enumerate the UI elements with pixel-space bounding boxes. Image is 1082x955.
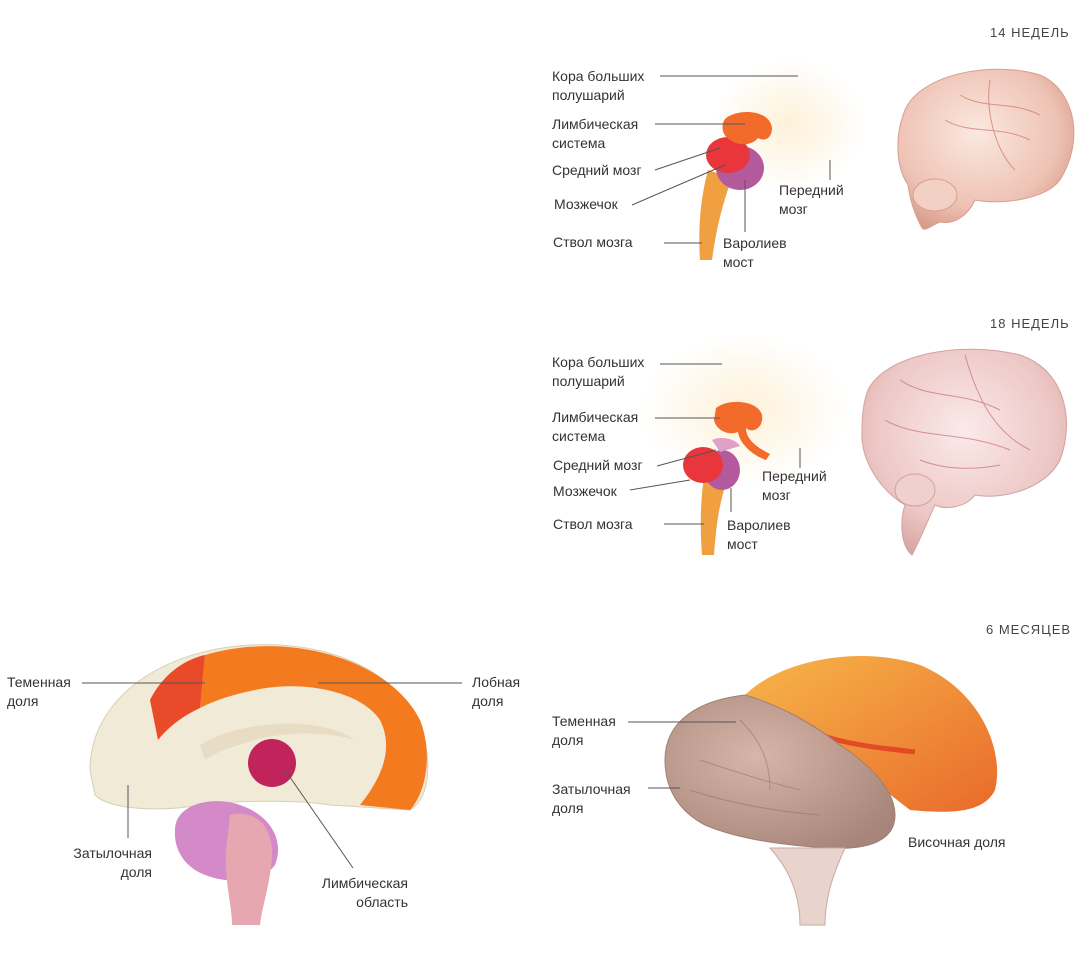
brain-photo-14-weeks <box>897 68 1075 230</box>
midbrain-shape-14 <box>706 137 750 173</box>
label-brainstem-18: Ствол мозга <box>553 516 633 532</box>
label-midbrain-14: Средний мозг <box>552 162 642 178</box>
limbic-shape-18 <box>714 401 770 460</box>
brain-photo-18-weeks <box>861 348 1067 556</box>
frontal-lobe-shape <box>200 646 427 810</box>
limbic-shape-14 <box>722 112 772 145</box>
label-midbrain-18: Средний мозг <box>553 457 643 473</box>
label-cortex-18: Кора больших полушарий <box>552 354 645 389</box>
corpus-callosum <box>200 723 355 760</box>
schematic-18-weeks <box>640 335 850 555</box>
stage-label-18-weeks: 18 недель <box>990 316 1070 331</box>
brainstem-shape-18 <box>700 470 728 555</box>
label-occipital-sagittal: Затылочная доля <box>73 845 152 880</box>
label-forebrain-14: Передний мозг <box>779 182 844 217</box>
label-pons-18: Варолиев мост <box>727 517 791 552</box>
label-cerebellum-18: Мозжечок <box>553 483 617 499</box>
sagittal-brain-section <box>89 644 429 925</box>
label-occipital-6m: Затылочная доля <box>552 781 631 816</box>
label-limbic-area-sagittal: Лимбическая область <box>321 875 408 910</box>
frontal-region-6m <box>745 656 998 812</box>
label-pons-14: Варолиев мост <box>723 235 787 270</box>
leader-lines <box>82 75 831 869</box>
brainstem-shape-14 <box>699 170 732 260</box>
label-frontal-sagittal: Лобная доля <box>472 674 521 709</box>
label-forebrain-18: Передний мозг <box>762 468 827 503</box>
parietal-lobe-shape <box>150 655 205 740</box>
label-temporal-6m: Височная доля <box>908 834 1006 850</box>
limbic-area-shape <box>248 739 296 787</box>
brain-6-months <box>664 656 998 926</box>
label-parietal-6m: Теменная доля <box>552 713 616 748</box>
brainstem-shape-sagittal <box>225 813 272 925</box>
label-cortex-14: Кора больших полушарий <box>552 68 645 103</box>
schematic-14-weeks <box>699 60 865 260</box>
label-brainstem-14: Ствол мозга <box>553 234 633 250</box>
label-parietal-sagittal: Теменная доля <box>7 674 71 709</box>
label-cerebellum-14: Мозжечок <box>554 196 618 212</box>
midbrain-shape-18 <box>683 447 723 483</box>
stage-label-6-months: 6 месяцев <box>986 622 1072 637</box>
posterior-region-6m <box>664 694 896 849</box>
label-limbic-14: Лимбическая система <box>552 116 639 151</box>
stage-label-14-weeks: 14 недель <box>990 25 1070 40</box>
label-limbic-18: Лимбическая система <box>552 409 639 444</box>
